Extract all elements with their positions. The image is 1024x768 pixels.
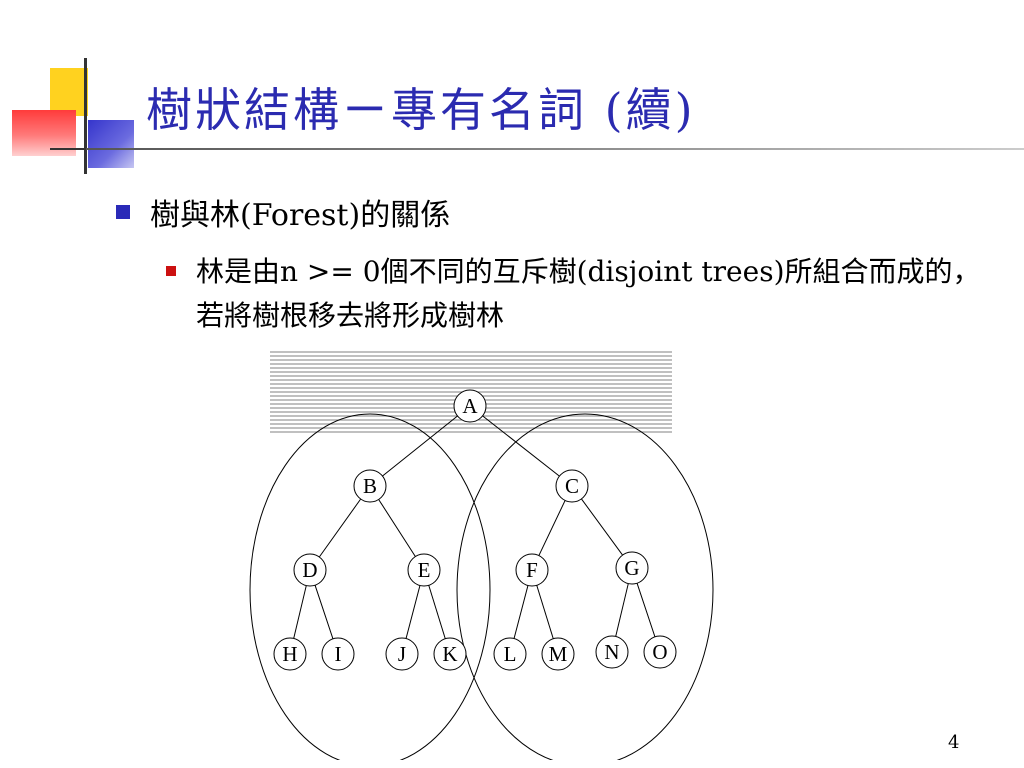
forest-tree-diagram: A B C D E F G H I J K L M N O	[249, 351, 714, 760]
logo-blue-square	[88, 120, 134, 168]
tree-node-label: D	[302, 558, 317, 582]
tree-edge	[382, 415, 458, 477]
tree-node-d: D	[293, 553, 327, 587]
tree-edge	[513, 585, 529, 639]
tree-edge	[538, 500, 566, 556]
tree-edge	[581, 498, 623, 556]
tree-node-g: G	[615, 551, 649, 585]
tree-node-label: N	[604, 640, 619, 664]
tree-node-label: O	[652, 640, 667, 664]
tree-node-a: A	[453, 389, 487, 423]
tree-node-label: K	[442, 642, 457, 666]
tree-edge	[293, 585, 307, 639]
forest-group-ellipse	[249, 413, 491, 760]
tree-node-label: H	[282, 642, 297, 666]
tree-node-o: O	[643, 635, 677, 669]
logo-vertical-line	[84, 58, 87, 174]
tree-edge	[378, 499, 416, 557]
tree-node-c: C	[555, 469, 589, 503]
tree-node-label: A	[462, 394, 478, 418]
tree-node-label: I	[335, 642, 342, 666]
tree-node-l: L	[493, 637, 527, 671]
bullet-level1: 樹與林(Forest)的關係	[116, 190, 976, 234]
corner-logo	[0, 0, 160, 180]
page-number: 4	[948, 732, 960, 753]
tree-node-label: L	[504, 642, 517, 666]
tree-node-m: M	[541, 637, 575, 671]
tree-edge	[536, 585, 554, 639]
tree-node-label: J	[398, 642, 406, 666]
tree-node-f: F	[515, 553, 549, 587]
tree-node-label: M	[549, 642, 568, 666]
tree-edge	[636, 583, 656, 637]
tree-node-label: C	[565, 474, 579, 498]
tree-node-k: K	[433, 637, 467, 671]
tree-node-b: B	[353, 469, 387, 503]
slide-title: 樹狀結構ㄧ專有名詞 (續)	[146, 83, 696, 137]
tree-node-h: H	[273, 637, 307, 671]
tree-node-label: G	[624, 556, 639, 580]
tree-edge	[314, 585, 334, 639]
title-underline	[86, 148, 1024, 150]
tree-edge	[405, 585, 421, 639]
striped-banner	[270, 351, 672, 433]
tree-node-j: J	[385, 637, 419, 671]
tree-edge	[615, 583, 629, 637]
square-bullet-icon	[116, 205, 130, 219]
tree-node-n: N	[595, 635, 629, 669]
tree-node-e: E	[407, 553, 441, 587]
tree-node-label: E	[418, 558, 431, 582]
logo-yellow-square	[50, 68, 88, 116]
bullet-level1-text: 樹與林(Forest)的關係	[150, 198, 451, 233]
bullet-level2-text: 林是由n >= 0個不同的互斥樹(disjoint trees)所組合而成的，若…	[196, 255, 981, 332]
tree-node-label: F	[526, 558, 538, 582]
forest-group-ellipse	[456, 413, 714, 760]
tree-node-label: B	[363, 474, 377, 498]
tree-edge	[482, 415, 560, 477]
tree-edge	[318, 498, 362, 558]
tree-edge	[428, 585, 446, 639]
tree-node-i: I	[321, 637, 355, 671]
square-bullet-icon	[166, 266, 176, 276]
